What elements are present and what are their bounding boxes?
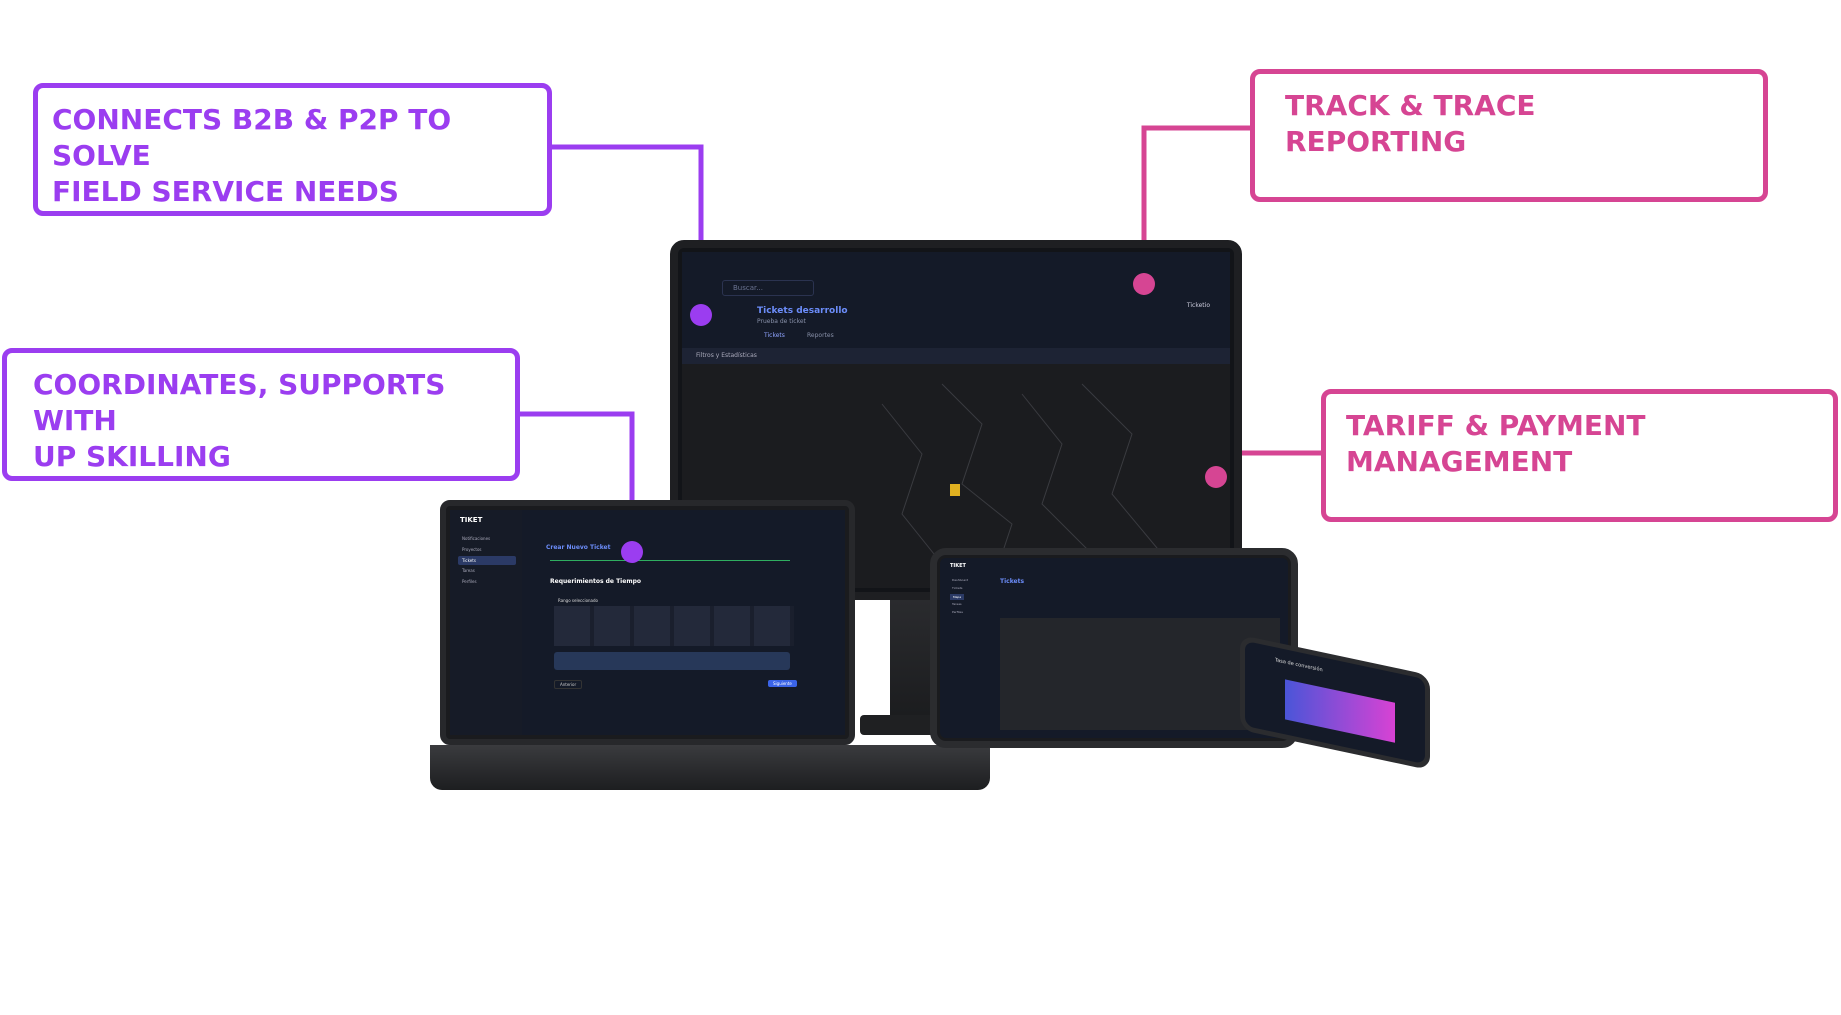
time-grid[interactable] bbox=[554, 606, 794, 646]
laptop-logo: TIKET bbox=[460, 516, 483, 524]
callout-track-line1: TRACK & TRACE bbox=[1285, 89, 1536, 122]
tariff-connector-dot bbox=[1205, 466, 1227, 488]
laptop-sidebar: TIKET Notificaciones Proyectos Tickets T… bbox=[450, 510, 522, 735]
sidebar-item-tasks[interactable]: Tareas bbox=[462, 568, 475, 573]
callout-tariff-line1: TARIFF & PAYMENT bbox=[1346, 409, 1646, 442]
laptop-screen: TIKET Notificaciones Proyectos Tickets T… bbox=[450, 510, 845, 735]
sidebar-item-projects[interactable]: Proyectos bbox=[462, 547, 482, 552]
back-button[interactable]: Anterior bbox=[554, 680, 583, 689]
tab-reports[interactable]: Reportes bbox=[807, 332, 834, 339]
tablet: TIKET Tickets Dashboard Tickets Mapa Tar… bbox=[930, 548, 1298, 748]
next-button[interactable]: Siguiente bbox=[768, 680, 797, 687]
sidebar-item-notifications[interactable]: Notificaciones bbox=[462, 536, 491, 541]
tablet-sidebar-item-map[interactable]: Mapa bbox=[950, 594, 965, 600]
tablet-sidebar-item-tickets[interactable]: Tickets bbox=[952, 586, 963, 590]
sidebar-item-profiles[interactable]: Perfiles bbox=[462, 579, 477, 584]
monitor-page-title: Tickets desarrollo bbox=[757, 306, 848, 316]
callout-tariff-line2: MANAGEMENT bbox=[1346, 445, 1573, 478]
b2b-connector-dot bbox=[690, 304, 712, 326]
laptop-keyboard-deck bbox=[430, 745, 990, 790]
callout-skilling-line1: COORDINATES, SUPPORTS WITH bbox=[33, 368, 446, 437]
tablet-sidebar-item-dashboard[interactable]: Dashboard bbox=[952, 578, 969, 582]
tablet-map[interactable] bbox=[1000, 618, 1280, 730]
selected-range-label: Rango seleccionado bbox=[558, 598, 598, 603]
callout-skilling: COORDINATES, SUPPORTS WITH UP SKILLING bbox=[2, 348, 520, 481]
filters-bar[interactable]: Filtros y Estadísticas bbox=[682, 348, 1230, 364]
map-shapes bbox=[881, 383, 1163, 585]
callout-b2b: CONNECTS B2B & P2P TO SOLVE FIELD SERVIC… bbox=[33, 83, 552, 216]
phone-title: Tasa de conversión bbox=[1275, 657, 1323, 674]
time-requirements-title: Requerimientos de Tiempo bbox=[550, 578, 641, 585]
callout-track-line2: REPORTING bbox=[1285, 125, 1467, 158]
monitor-search-input[interactable]: Buscar... bbox=[722, 280, 814, 296]
tablet-logo: TIKET bbox=[950, 563, 966, 569]
skilling-connector-dot bbox=[621, 541, 643, 563]
tab-tickets[interactable]: Tickets bbox=[764, 332, 785, 339]
laptop-heading: Crear Nuevo Ticket bbox=[546, 544, 611, 551]
callout-tariff: TARIFF & PAYMENT MANAGEMENT bbox=[1321, 389, 1838, 522]
callout-track: TRACK & TRACE REPORTING bbox=[1250, 69, 1768, 202]
phone-chart-band bbox=[1285, 679, 1395, 743]
tablet-title: Tickets bbox=[1000, 578, 1025, 585]
summary-box bbox=[554, 652, 790, 670]
tablet-screen: TIKET Tickets Dashboard Tickets Mapa Tar… bbox=[940, 558, 1288, 738]
sidebar-item-tickets[interactable]: Tickets bbox=[458, 556, 516, 565]
track-connector bbox=[1141, 125, 1254, 284]
stepper-line bbox=[550, 560, 790, 561]
callout-b2b-line2: FIELD SERVICE NEEDS bbox=[52, 175, 399, 208]
tablet-sidebar-item-tasks[interactable]: Tareas bbox=[952, 602, 962, 606]
monitor-page-subtitle: Prueba de ticket bbox=[757, 318, 806, 325]
monitor-user[interactable]: Ticketio bbox=[1186, 302, 1210, 309]
callout-b2b-line1: CONNECTS B2B & P2P TO SOLVE bbox=[52, 103, 452, 172]
map-marker-icon bbox=[950, 484, 960, 496]
track-connector-dot bbox=[1133, 273, 1155, 295]
laptop: TIKET Notificaciones Proyectos Tickets T… bbox=[440, 500, 855, 745]
tablet-sidebar-item-profiles[interactable]: Perfiles bbox=[952, 610, 963, 614]
callout-skilling-line2: UP SKILLING bbox=[33, 440, 231, 473]
